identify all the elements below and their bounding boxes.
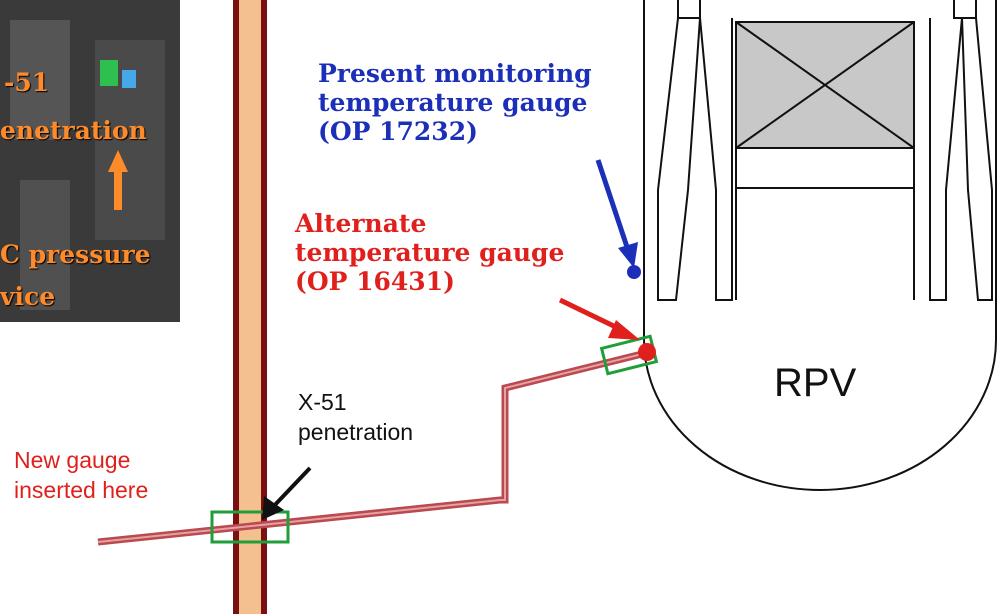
- reactor-vessel: [643, 0, 997, 491]
- green-marker: [100, 60, 118, 86]
- x51-penetration-box: [210, 510, 290, 544]
- photo-label-device: vice: [0, 282, 56, 311]
- alternate-gauge-line-3: (OP 16431): [295, 266, 455, 296]
- photo-label-x51: -51: [4, 68, 50, 97]
- penetration-line-1: X-51: [298, 389, 347, 415]
- alternate-gauge-arrow: [558, 297, 640, 340]
- present-gauge-line-1: Present monitoring: [318, 59, 592, 88]
- penetration-label: X-51 penetration: [298, 388, 413, 448]
- penetration-line-2: penetration: [298, 418, 414, 445]
- arrow-up-icon: [108, 150, 128, 210]
- alternate-gauge-line-1: Alternate: [295, 209, 427, 238]
- present-gauge-line-3: (OP 17232): [318, 116, 478, 146]
- containment-wall-fill: [239, 0, 261, 614]
- alternate-gauge-point: [638, 343, 656, 361]
- core-cross-2: [735, 21, 915, 149]
- alternate-gauge-line-2: temperature gauge: [295, 237, 565, 267]
- new-gauge-line-2: inserted here: [14, 476, 149, 503]
- gauge-cable-highlight: [97, 351, 651, 543]
- photo-background: [0, 0, 180, 322]
- present-gauge-label: Present monitoring temperature gauge (OP…: [318, 59, 592, 146]
- rpv-label: RPV: [774, 361, 857, 405]
- penetration-arrow: [262, 466, 312, 520]
- present-gauge-line-2: temperature gauge: [318, 87, 588, 117]
- new-gauge-label: New gauge inserted here: [14, 446, 148, 506]
- photo-label-penetration: enetration: [0, 116, 147, 145]
- photo-label-pressure: C pressure: [0, 240, 151, 269]
- alternate-gauge-label: Alternate temperature gauge (OP 16431): [295, 209, 565, 296]
- penetration-photo: -51 enetration C pressure vice: [0, 0, 180, 322]
- new-gauge-line-1: New gauge: [14, 447, 131, 473]
- present-gauge-point: [627, 265, 641, 279]
- present-gauge-arrow: [595, 159, 638, 268]
